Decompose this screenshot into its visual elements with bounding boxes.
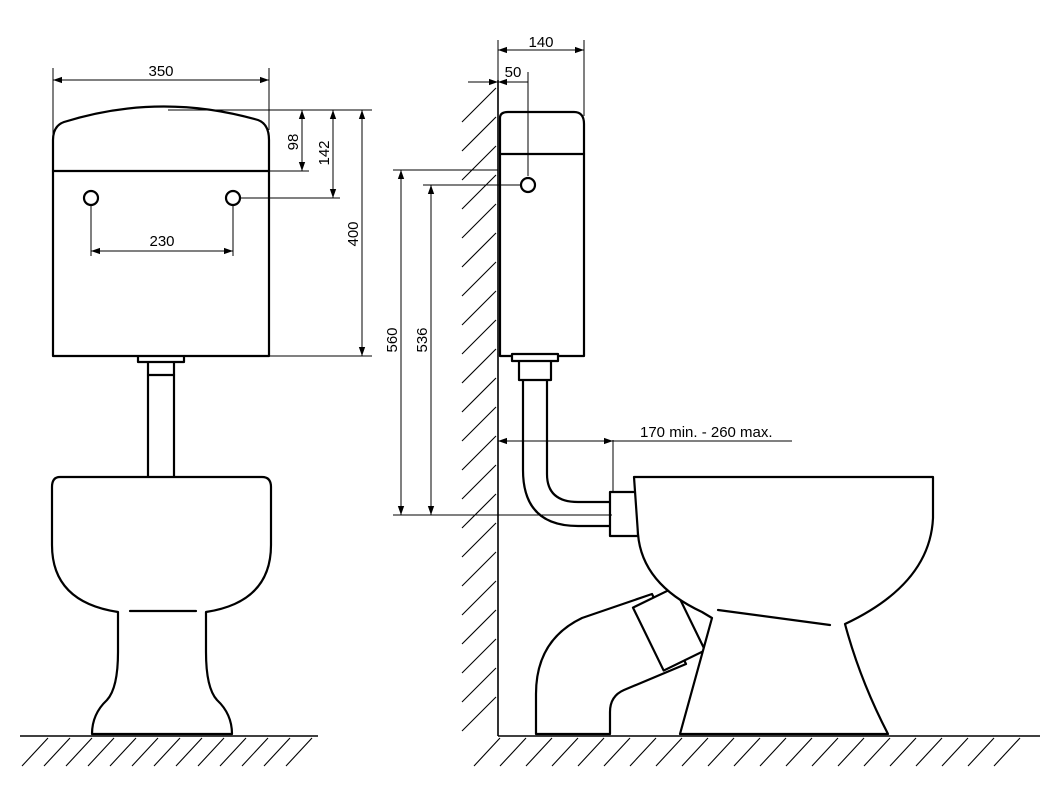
soil-pipe-connector [631, 586, 707, 672]
hole-offset-label: 50 [505, 64, 522, 81]
hole-height-label: 142 [316, 140, 333, 165]
width-label: 350 [148, 63, 173, 80]
flush-connector [608, 490, 640, 538]
flush-pipe-front [146, 356, 176, 482]
inlet-hole-right [224, 189, 242, 207]
cistern-side [498, 110, 586, 358]
inlet-hole-left [82, 189, 100, 207]
flush-pipe-side [521, 366, 614, 528]
front-dimensions: 350 230 98 142 400 [52, 63, 372, 357]
total-height-label: 560 [384, 327, 401, 352]
lid-height-label: 98 [285, 134, 302, 151]
depth-label: 140 [528, 34, 553, 51]
cistern-height-label: 400 [345, 221, 362, 246]
cistern-front [51, 105, 271, 358]
hole-spacing-label: 230 [149, 233, 174, 250]
toilet-bowl-front [50, 475, 273, 736]
toilet-bowl-side [632, 475, 935, 736]
side-dimensions: 140 50 560 536 170 min. - 260 max. [384, 34, 792, 516]
inlet-hole-side [519, 176, 537, 194]
side-view [498, 110, 935, 736]
front-view [50, 105, 273, 736]
hole-mount-height-label: 536 [414, 327, 431, 352]
floor-left [20, 735, 318, 767]
wall-and-floor-right [461, 80, 1040, 767]
wall-distance-label: 170 min. - 260 max. [640, 424, 773, 441]
